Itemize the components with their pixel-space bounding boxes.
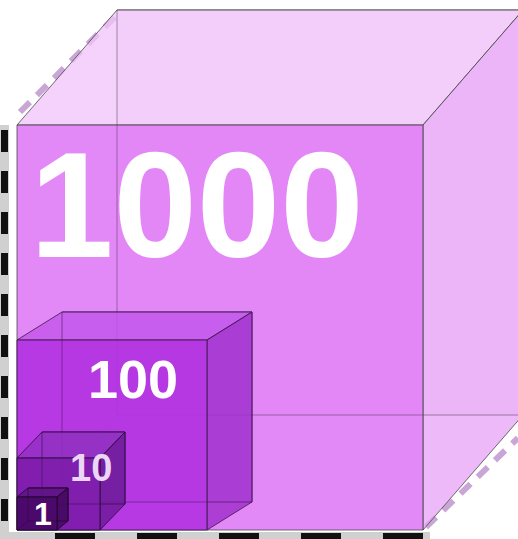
cube-side [57, 488, 68, 530]
ruler-bar [0, 125, 9, 539]
cube-label: 1 [34, 498, 52, 530]
cube-box: 1 [17, 488, 68, 530]
ruler-ticks [55, 533, 430, 539]
ruler-bar [0, 532, 430, 539]
cube-box: 100 10 1 [17, 312, 252, 530]
cube-edge [17, 521, 28, 530]
ruler-ticks [1, 130, 8, 539]
cube-label: 1000 [30, 130, 364, 280]
cube-label: 10 [70, 449, 112, 487]
cube-side [207, 312, 252, 530]
cube-edge [28, 488, 29, 521]
cube-box: 10 1 [17, 432, 125, 530]
cube-front [17, 497, 57, 530]
cube-front [17, 125, 423, 530]
cube-box: 1000 100 10 1 [17, 10, 518, 530]
cube-side [423, 10, 518, 530]
cube-label: 100 [88, 352, 178, 406]
